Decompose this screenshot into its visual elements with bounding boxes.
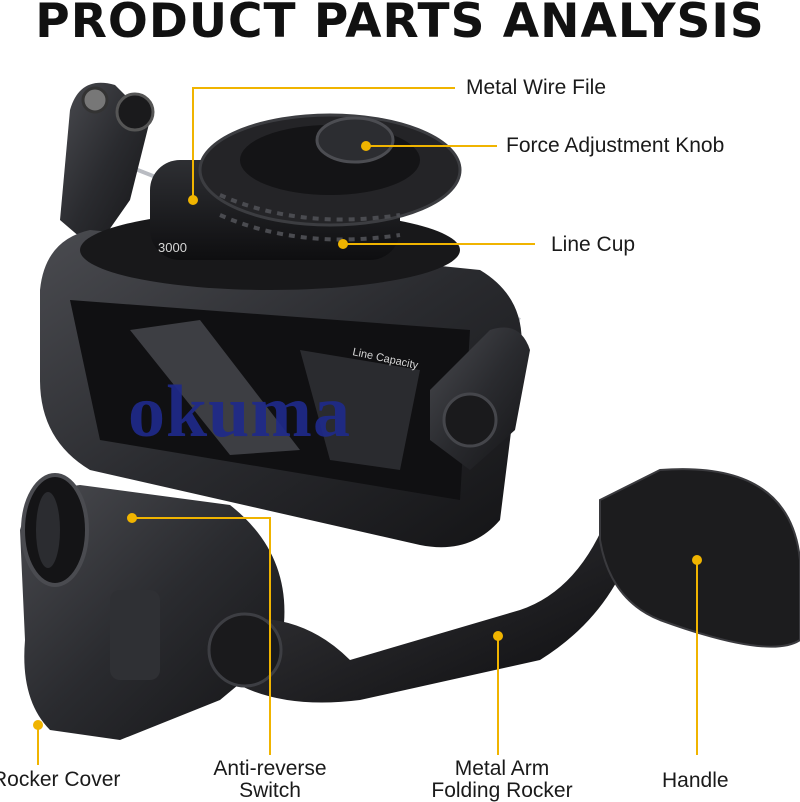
label-metal-arm-line2: Folding Rocker [431, 779, 573, 802]
label-line-cup: Line Cup [551, 233, 636, 256]
spool-size-marking: 3000 [158, 240, 187, 255]
leader-anti-reverse-switch [132, 517, 271, 755]
label-handle: Handle [662, 769, 729, 792]
watermark: okuma [128, 371, 351, 453]
label-metal-arm-folding-rocker: Metal Arm Folding Rocker [412, 758, 592, 802]
label-rocker-cover: Rocker Cover [0, 768, 121, 791]
label-force-adjustment-knob: Force Adjustment Knob [506, 134, 725, 157]
label-metal-arm-line1: Metal Arm [454, 757, 550, 780]
leader-metal-wire-file [192, 87, 455, 200]
label-metal-wire-file: Metal Wire File [466, 76, 607, 99]
bail-screw-icon [81, 86, 109, 114]
label-anti-reverse-switch: Anti-reverse Switch [190, 758, 350, 802]
page-title: PRODUCT PARTS ANALYSIS [35, 0, 765, 49]
label-anti-reverse-line2: Switch [239, 779, 301, 802]
drag-knob [315, 116, 395, 164]
callout-dots [33, 141, 702, 730]
label-anti-reverse-line1: Anti-reverse [213, 757, 327, 780]
callout-lines [37, 87, 698, 765]
metal-arm [230, 510, 640, 703]
